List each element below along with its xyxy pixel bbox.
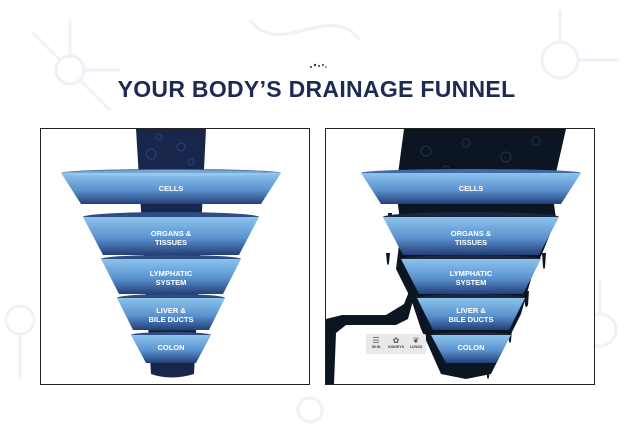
funnel-level-lymphatic-system [401, 255, 541, 294]
funnel-level-liver-bile-ducts [417, 294, 525, 330]
funnel-level-colon [431, 332, 511, 363]
level-label-colon: COLON [457, 343, 485, 352]
healthy-funnel-graphic [61, 129, 281, 378]
level-label-lymphatic-system: LYMPHATIC SYSTEM [149, 269, 193, 287]
page-title: YOUR BODY’S DRAINAGE FUNNEL [117, 76, 516, 102]
organ-lungs: ❦ LUNGS [406, 336, 426, 354]
lungs-icon: ❦ [412, 336, 420, 345]
funnel-level-organs-tissues [83, 212, 259, 255]
funnel-level-cells [61, 169, 281, 204]
funnel-level-colon [131, 332, 211, 363]
healthy-funnel-panel: CELLS ORGANS & TISSUES LYMPHATIC SYSTEM … [40, 128, 310, 385]
level-label-cells: CELLS [458, 184, 484, 193]
skin-icon: ☰ [372, 336, 380, 345]
brand-logo [310, 63, 327, 68]
level-label-organs-tissues: ORGANS & TISSUES [450, 229, 492, 247]
level-label-lymphatic-system: LYMPHATIC SYSTEM [449, 269, 493, 287]
funnel-level-liver-bile-ducts [117, 294, 225, 330]
secondary-organs-legend: ☰ SKIN ✿ KIDNEYS ❦ LUNGS [366, 334, 426, 354]
organ-skin: ☰ SKIN [366, 336, 386, 354]
funnel-level-cells [361, 169, 581, 204]
toxin-overflow [326, 289, 426, 384]
clogged-funnel-graphic [326, 129, 581, 384]
level-label-cells: CELLS [158, 184, 184, 193]
level-label-liver-bile-ducts: LIVER & BILE DUCTS [448, 306, 494, 324]
funnel-level-lymphatic-system [101, 255, 241, 294]
funnel-level-organs-tissues [383, 212, 559, 255]
level-label-liver-bile-ducts: LIVER & BILE DUCTS [148, 306, 194, 324]
clogged-funnel-panel: CELLS ORGANS & TISSUES LYMPHATIC SYSTEM … [325, 128, 595, 385]
organ-kidneys: ✿ KIDNEYS [386, 336, 406, 354]
level-label-organs-tissues: ORGANS & TISSUES [150, 229, 192, 247]
kidneys-icon: ✿ [392, 336, 400, 345]
level-label-colon: COLON [157, 343, 185, 352]
